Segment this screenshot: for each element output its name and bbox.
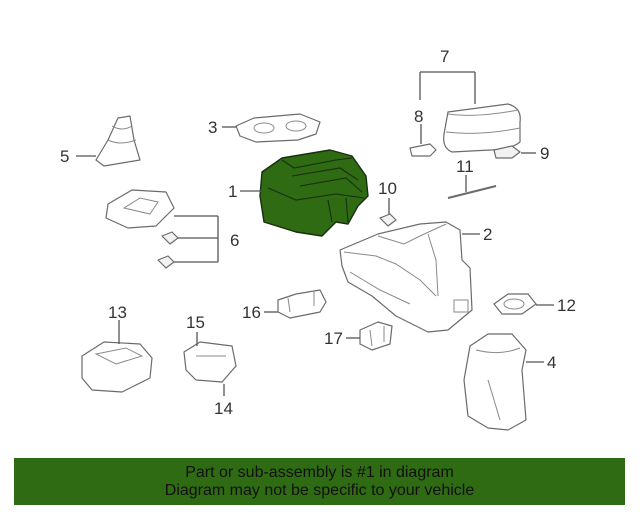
callout-6: 6 (230, 231, 239, 250)
callout-9: 9 (540, 144, 549, 163)
callout-10: 10 (378, 179, 397, 198)
part-6-leader (174, 215, 219, 263)
parts-diagram: 1 2 3 4 5 6 7 8 9 10 11 12 13 14 15 16 1… (60, 47, 576, 431)
banner-line-disclaimer: Diagram may not be specific to your vehi… (164, 481, 475, 499)
part-bracket-16[interactable] (264, 289, 327, 319)
part-side-panel-4[interactable] (463, 333, 544, 431)
callout-8: 8 (414, 107, 423, 126)
callout-14: 14 (214, 399, 233, 418)
callout-5: 5 (60, 147, 69, 166)
part-tray-13[interactable] (81, 320, 153, 393)
callout-12: 12 (557, 296, 576, 315)
part-clip-10[interactable] (379, 198, 397, 227)
callout-1: 1 (228, 182, 237, 201)
part-pocket-15[interactable] (183, 332, 237, 396)
part-console-body-2[interactable] (339, 221, 480, 333)
callout-13: 13 (108, 303, 127, 322)
part-latch-9[interactable] (493, 145, 536, 159)
callout-15: 15 (186, 313, 205, 332)
part-shift-boot-5[interactable] (76, 115, 141, 167)
part-clip-8[interactable] (409, 124, 437, 157)
info-banner: Part or sub-assembly is #1 in diagram Di… (14, 458, 625, 505)
part-console-box-highlighted[interactable] (240, 149, 369, 237)
callout-3: 3 (208, 118, 217, 137)
callout-2: 2 (483, 225, 492, 244)
callout-16: 16 (242, 303, 261, 322)
part-7-leader (419, 71, 476, 104)
part-shifter-plate[interactable] (105, 189, 175, 229)
callout-11: 11 (456, 157, 474, 176)
callout-17: 17 (324, 329, 343, 348)
part-cup-insert-3[interactable] (222, 113, 321, 143)
banner-line-part-info: Part or sub-assembly is #1 in diagram (185, 463, 454, 481)
part-rod-11[interactable] (447, 175, 497, 199)
callout-4: 4 (547, 353, 556, 372)
part-bracket-17[interactable] (346, 321, 393, 351)
callout-7: 7 (440, 47, 449, 66)
part-armrest-lid[interactable] (443, 103, 521, 153)
part-bezel-12[interactable] (493, 293, 554, 315)
